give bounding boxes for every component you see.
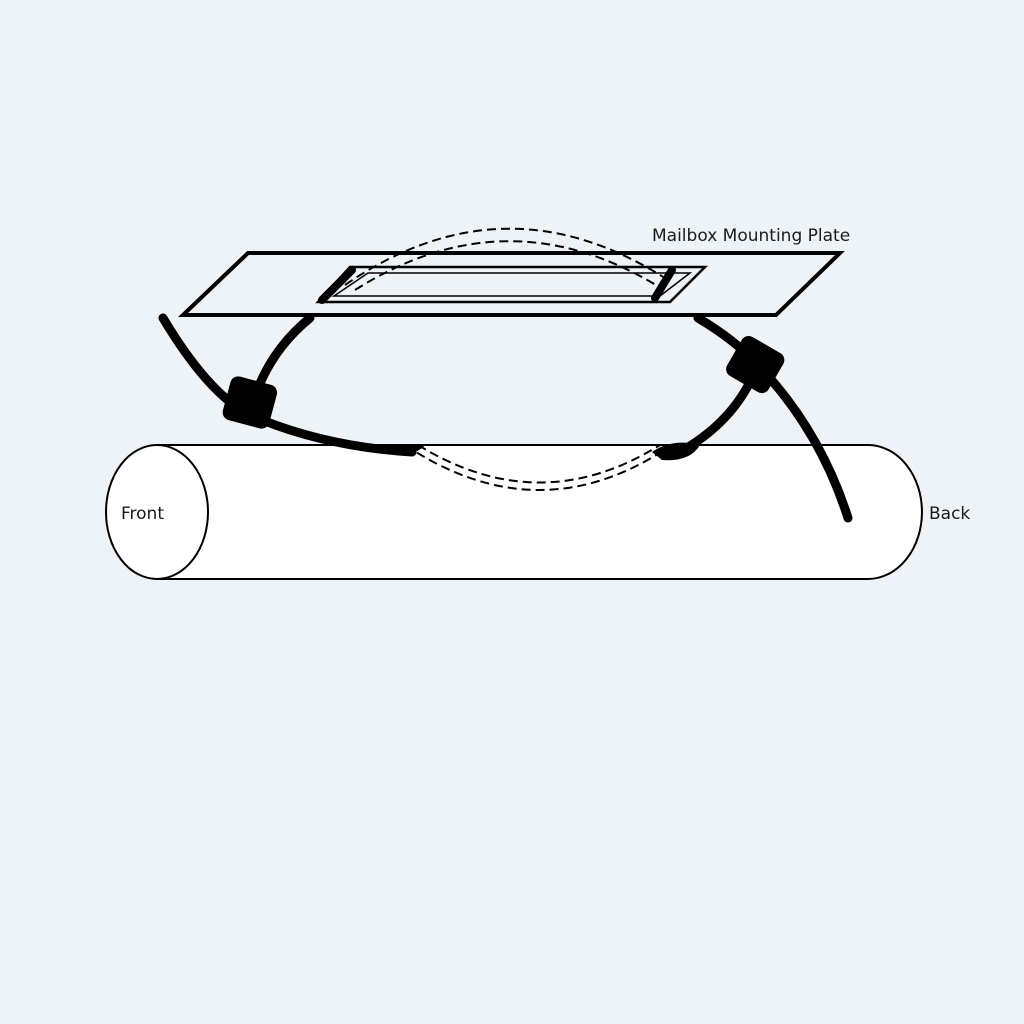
zip-tie-head-front [222, 376, 278, 429]
hidden-strap-under-pipe [404, 444, 673, 491]
cylinder [105, 444, 923, 580]
back-label: Back [929, 504, 970, 524]
zip-tie-head-back [726, 336, 785, 394]
hidden-strap-over-plate [344, 227, 669, 291]
strap-pipe-contact-left [378, 446, 424, 453]
strap-back-lower [675, 377, 755, 457]
mounting-plate [178, 251, 845, 317]
slot-strap-left [318, 266, 356, 304]
cylinder-front-face [105, 444, 209, 580]
slot-strap-right [651, 266, 676, 302]
front-label: Front [121, 504, 164, 524]
plate-slot-inner [331, 272, 693, 297]
plate-outline [178, 251, 845, 317]
strap-pipe-contact-right [652, 442, 700, 461]
plate-label: Mailbox Mounting Plate [652, 226, 850, 246]
cylinder-body [156, 444, 923, 580]
